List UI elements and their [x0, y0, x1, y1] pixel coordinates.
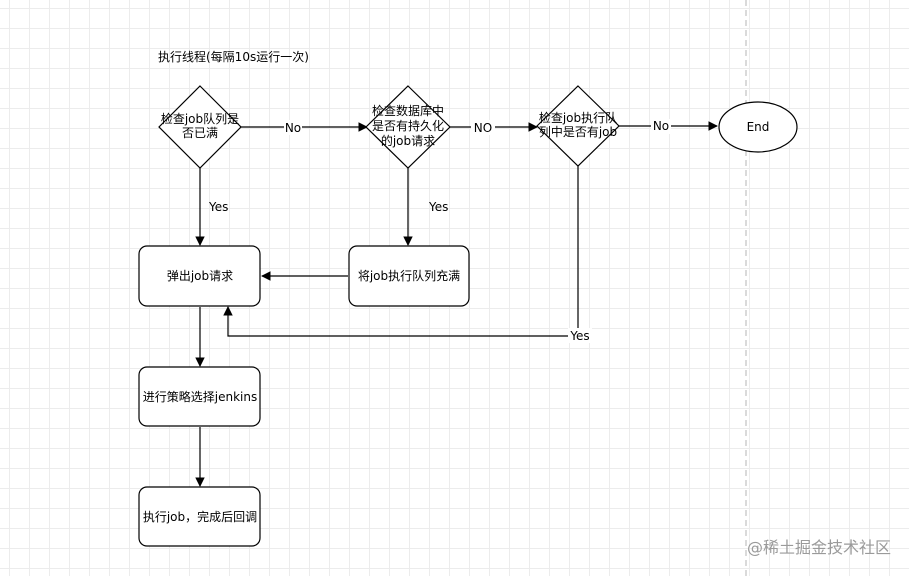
node-label: 将job执行队列充满	[358, 268, 460, 283]
edge-label-yes: Yes	[428, 200, 448, 214]
edge-full-to-db: No	[241, 120, 368, 135]
edge-label-yes: Yes	[208, 200, 228, 214]
decision-check-db[interactable]: 检查数据库中 是否有持久化 的job请求	[365, 85, 451, 169]
node-label: 进行策略选择jenkins	[143, 389, 257, 404]
decision-check-exec-queue[interactable]: 检查job执行队 列中是否有job	[536, 85, 620, 167]
edge-label-no: No	[285, 121, 301, 135]
node-label: 执行job，完成后回调	[143, 509, 257, 524]
edge-full-to-pop: Yes	[195, 168, 228, 246]
edge-db-to-fill: Yes	[403, 168, 448, 246]
edge-label-yes: Yes	[569, 329, 589, 343]
process-select-jenkins[interactable]: 进行策略选择jenkins	[138, 366, 261, 427]
edge-exec-to-end: No	[619, 119, 718, 134]
edge-db-to-exec: NO	[450, 120, 538, 135]
edge-label-no: No	[653, 119, 669, 133]
node-label: 检查job执行队	[539, 110, 617, 125]
node-label: 的job请求	[381, 133, 435, 148]
node-label: 弹出job请求	[167, 269, 233, 283]
process-pop-job[interactable]: 弹出job请求	[138, 245, 261, 307]
edge-label-no: NO	[474, 121, 492, 135]
terminal-end[interactable]: End	[718, 101, 798, 153]
diagram-title: 执行线程(每隔10s运行一次)	[158, 49, 309, 64]
node-label: 列中是否有job	[539, 124, 617, 139]
edge-exec-to-pop: Yes	[223, 166, 592, 343]
watermark: @稀土掘金技术社区	[747, 538, 891, 557]
node-label: 检查数据库中	[372, 103, 444, 118]
process-execute-job[interactable]: 执行job，完成后回调	[138, 486, 261, 547]
node-label: 否已满	[182, 126, 218, 140]
node-label: 检查job队列是	[161, 111, 239, 126]
node-label: 是否有持久化	[372, 118, 444, 133]
process-fill-queue[interactable]: 将job执行队列充满	[348, 245, 470, 307]
decision-check-queue-full[interactable]: 检查job队列是 否已满	[158, 85, 242, 169]
node-label: End	[747, 120, 770, 134]
